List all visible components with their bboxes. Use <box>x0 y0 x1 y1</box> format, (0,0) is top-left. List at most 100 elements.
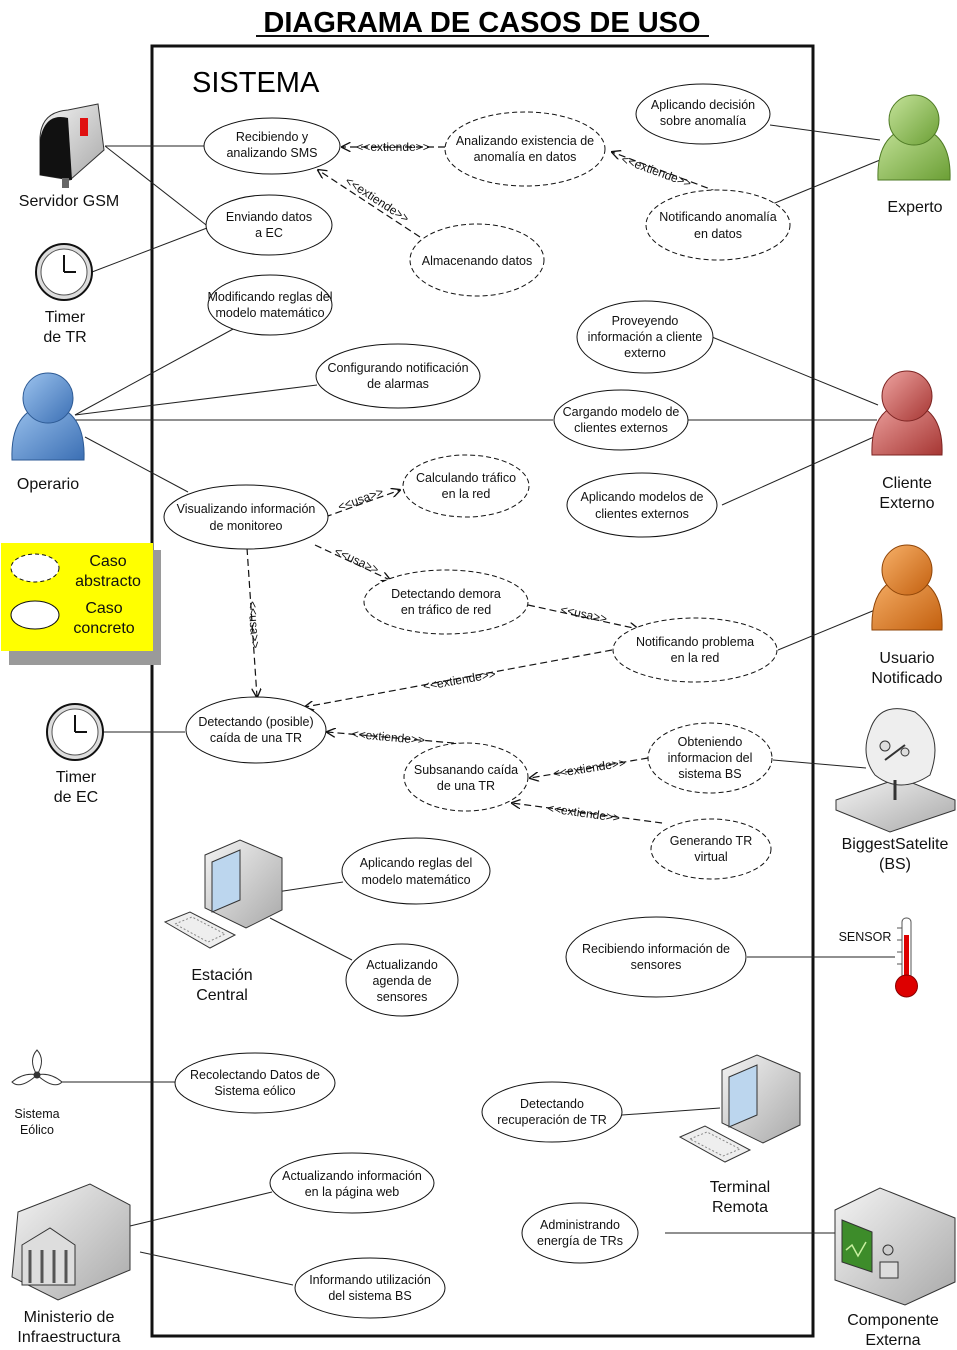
use-case-modificando-reglas: Modificando reglas del modelo matemático <box>207 274 333 336</box>
svg-text:de alarmas: de alarmas <box>367 377 429 391</box>
svg-text:Notificando anomalía: Notificando anomalía <box>659 210 776 224</box>
legend-abstract-ellipse <box>10 553 60 583</box>
svg-text:Experto: Experto <box>887 199 942 216</box>
svg-text:Recibiendo y: Recibiendo y <box>236 130 309 144</box>
svg-text:Timer: Timer <box>45 309 86 326</box>
svg-text:Subsanando caída: Subsanando caída <box>414 763 518 777</box>
svg-text:Calculando tráfico: Calculando tráfico <box>416 471 516 485</box>
use-case-recolectando: Recolectando Datos de Sistema eólico <box>174 1052 336 1114</box>
rel-label: <<extiende>> <box>552 755 627 780</box>
person-icon <box>871 370 943 456</box>
actor-experto: Experto <box>877 94 951 216</box>
building-icon <box>11 1183 131 1301</box>
svg-text:Estación: Estación <box>191 967 252 984</box>
wind-turbine-icon <box>11 1049 63 1086</box>
person-icon <box>877 94 951 181</box>
actor-timer-ec: Timer de EC <box>46 703 104 806</box>
svg-text:en la red: en la red <box>442 487 491 501</box>
svg-text:información a cliente: información a cliente <box>588 330 703 344</box>
rel-label: <<extiende>> <box>351 727 425 747</box>
use-case-proveyendo: Proveyendo información a cliente externo <box>576 300 714 374</box>
svg-text:Generando TR: Generando TR <box>670 834 752 848</box>
svg-text:Modificando reglas del: Modificando reglas del <box>207 290 332 304</box>
use-case-detectando-demora: Detectando demora en tráfico de red <box>363 569 529 635</box>
svg-text:SENSOR: SENSOR <box>839 930 892 944</box>
rel-label: <<extiende>> <box>422 667 497 694</box>
svg-text:Notificado: Notificado <box>871 670 942 687</box>
svg-text:Terminal: Terminal <box>710 1179 770 1196</box>
clock-icon <box>46 703 104 761</box>
actor-estacion-central: Estación Central <box>163 839 283 1004</box>
svg-text:(BS): (BS) <box>879 856 911 873</box>
svg-text:Detectando (posible): Detectando (posible) <box>198 715 313 729</box>
use-case-subsanando: Subsanando caída de una TR <box>403 742 529 812</box>
use-case-actualizando-agenda: Actualizando agenda de sensores <box>345 943 459 1017</box>
svg-text:Actualizando información: Actualizando información <box>282 1169 422 1183</box>
rel-label: <<usa>> <box>336 485 385 514</box>
use-case-notificando-problema: Notificando problema en la red <box>612 617 778 683</box>
svg-text:Almacenando datos: Almacenando datos <box>422 254 533 268</box>
svg-text:Usuario: Usuario <box>879 650 934 667</box>
system-boundary <box>150 44 815 1338</box>
svg-text:Externo: Externo <box>879 495 934 512</box>
use-case-calculando-trafico: Calculando tráfico en la red <box>402 454 530 518</box>
svg-text:Informando utilización: Informando utilización <box>309 1273 431 1287</box>
svg-text:sensores: sensores <box>377 990 428 1004</box>
actor-ministerio: Ministerio de Infraestructura <box>11 1183 131 1346</box>
use-case-notificando-anomalia: Notificando anomalía en datos <box>645 189 791 261</box>
legend-concrete-ellipse <box>10 600 60 630</box>
use-case-recibiendo-sensores: Recibiendo información de sensores <box>565 916 747 998</box>
svg-text:Obteniendo: Obteniendo <box>678 735 743 749</box>
rel-label: <<extiende>> <box>356 140 429 154</box>
relationship-lines <box>246 147 719 824</box>
actor-operario: Operario <box>11 372 85 493</box>
legend-abstract-label: Caso <box>89 553 126 570</box>
svg-text:Aplicando decisión: Aplicando decisión <box>651 98 755 112</box>
clock-icon <box>35 243 93 301</box>
rel-label: <<usa>> <box>559 602 608 626</box>
svg-text:virtual: virtual <box>694 850 727 864</box>
use-case-generando-tr: Generando TR virtual <box>650 818 772 880</box>
svg-text:en datos: en datos <box>694 227 742 241</box>
use-case-aplicando-modelos: Aplicando modelos de clientes externos <box>566 472 718 538</box>
svg-text:Visualizando información: Visualizando información <box>177 502 316 516</box>
svg-text:caída de una TR: caída de una TR <box>210 731 302 745</box>
use-case-cargando-modelo: Cargando modelo de clientes externos <box>553 389 689 451</box>
svg-text:Enviando datos: Enviando datos <box>226 210 312 224</box>
actor-usuario-notificado: Usuario Notificado <box>871 544 943 687</box>
svg-text:agenda de: agenda de <box>372 974 431 988</box>
use-case-aplicando-reglas: Aplicando reglas del modelo matemático <box>341 837 491 905</box>
svg-text:en la red: en la red <box>671 651 720 665</box>
svg-text:Notificando problema: Notificando problema <box>636 635 754 649</box>
svg-text:Recolectando Datos de: Recolectando Datos de <box>190 1068 320 1082</box>
person-icon <box>871 544 943 631</box>
svg-text:a EC: a EC <box>255 226 283 240</box>
svg-text:clientes externos: clientes externos <box>574 421 668 435</box>
use-case-configurando: Configurando notificación de alarmas <box>315 343 481 409</box>
svg-text:de TR: de TR <box>43 329 86 346</box>
svg-text:Servidor GSM: Servidor GSM <box>19 193 119 210</box>
svg-text:Infraestructura: Infraestructura <box>17 1329 120 1346</box>
use-case-recibiendo-sms: Recibiendo y analizando SMS <box>203 117 341 175</box>
system-label: SISTEMA <box>192 67 320 99</box>
svg-text:externo: externo <box>624 346 666 360</box>
svg-text:modelo matemático: modelo matemático <box>215 306 324 320</box>
diagram-title: DIAGRAMA DE CASOS DE USO <box>263 7 700 39</box>
svg-text:energía de TRs: energía de TRs <box>537 1234 623 1248</box>
svg-text:Recibiendo información de: Recibiendo información de <box>582 942 730 956</box>
rel-label: <<usa>> <box>245 601 262 649</box>
satellite-dish-icon <box>835 708 956 833</box>
svg-text:Externa: Externa <box>865 1332 920 1349</box>
svg-text:Sistema eólico: Sistema eólico <box>214 1084 295 1098</box>
svg-text:en la página web: en la página web <box>305 1185 400 1199</box>
actor-componente-externa: Componente Externa <box>834 1187 956 1349</box>
svg-text:Aplicando modelos de: Aplicando modelos de <box>581 490 704 504</box>
svg-text:Timer: Timer <box>56 769 97 786</box>
computer-icon <box>163 839 283 949</box>
svg-text:informacion del: informacion del <box>668 751 753 765</box>
actor-sistema-eolico: Sistema Eólico <box>11 1049 63 1137</box>
svg-text:abstracto: abstracto <box>75 573 141 590</box>
use-case-informando: Informando utilización del sistema BS <box>294 1257 446 1319</box>
actor-terminal-remota: Terminal Remota <box>678 1054 801 1216</box>
